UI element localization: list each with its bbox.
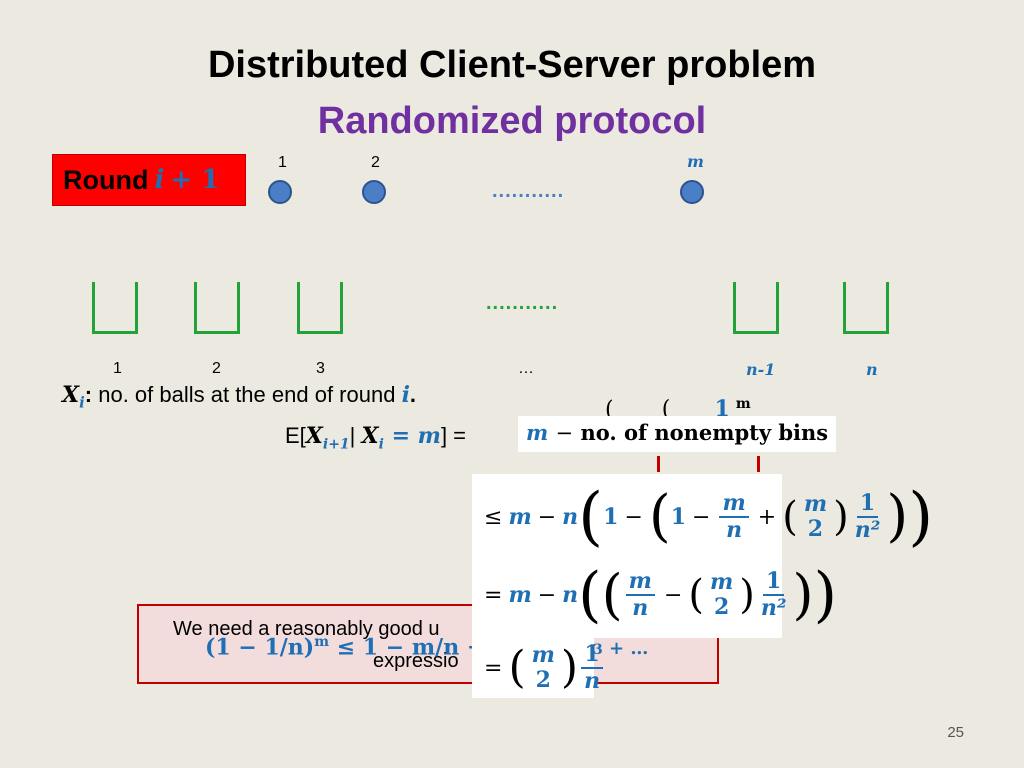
hint-box: We need a reasonably good u expressio (1… xyxy=(137,604,719,684)
bin-label-n: n xyxy=(866,360,878,379)
exp-open: E[ xyxy=(285,423,306,448)
le-frac-m: m xyxy=(719,490,749,518)
exp-close: ] = xyxy=(440,423,467,448)
hint-formula: (1 − 1/n)m ≤ 1 − m/n + ( xyxy=(205,634,503,660)
round-label-box: Round i + 1 xyxy=(52,154,246,206)
ball-m xyxy=(680,180,704,204)
slide-title: Distributed Client-Server problem xyxy=(207,44,817,86)
eq1-frac-1: 1 xyxy=(763,568,785,596)
bin-label-1: 1 xyxy=(113,360,122,377)
round-label: Round xyxy=(63,164,149,195)
bin-n xyxy=(843,282,889,334)
exp-x1: X xyxy=(305,423,323,449)
round-var: i xyxy=(154,165,165,195)
ball-2 xyxy=(362,180,386,204)
le-frac-n: n xyxy=(726,517,743,543)
le-binom-2: 2 xyxy=(807,516,824,542)
le-binom-m: m xyxy=(803,490,828,517)
le-one-2: 1 xyxy=(670,504,687,530)
bin-label-2: 2 xyxy=(212,360,221,377)
eq1-m: m xyxy=(508,582,532,608)
bin-3 xyxy=(297,282,343,334)
bin-label-3: 3 xyxy=(316,360,325,377)
bin-ellipsis: ........... xyxy=(486,292,559,314)
hidden-formula-fragment: ( ( 1 m xyxy=(605,396,751,423)
eq1-minus: − xyxy=(537,582,557,608)
nonempty-minus: − xyxy=(555,421,574,445)
eq1-frac-n2: n² xyxy=(760,595,787,621)
le-minus: − xyxy=(537,504,557,530)
eq1-binom-2: 2 xyxy=(713,594,730,620)
nonempty-text: no. of nonempty bins xyxy=(580,420,829,445)
hint-exp: m xyxy=(314,634,330,650)
exp-sub2: i xyxy=(378,436,384,453)
exp-bar: | xyxy=(349,423,362,448)
nonempty-box: m − no. of nonempty bins xyxy=(518,416,836,452)
le-frac-n2: n² xyxy=(854,517,881,543)
nonempty-m: m xyxy=(526,420,549,445)
red-mark-1 xyxy=(657,456,660,472)
eq1-frac-m: m xyxy=(625,568,655,596)
eq2-binom-2: 2 xyxy=(535,667,551,693)
eq1-binom-m: m xyxy=(709,568,734,595)
ball-label-2: 2 xyxy=(371,154,380,171)
eq1-frac-n: n xyxy=(632,595,649,621)
eq2-frac-n: n xyxy=(584,668,601,694)
round-expr: + 1 xyxy=(170,165,220,195)
exp-x2: X xyxy=(361,423,379,449)
xi-sub: i xyxy=(79,393,85,412)
ball-ellipsis: ........... xyxy=(492,180,565,202)
xi-definition: Xi: no. of balls at the end of round i. xyxy=(62,382,416,411)
bin-label-n-minus-1: n-1 xyxy=(746,360,776,379)
xi-end-var: i xyxy=(401,382,410,408)
le-one: 1 xyxy=(603,504,619,530)
eq1-rel: = xyxy=(484,582,503,608)
bin-2 xyxy=(194,282,240,334)
ball-label-1: 1 xyxy=(278,154,287,171)
bin-n-minus-1 xyxy=(733,282,779,334)
bin-1 xyxy=(92,282,138,334)
le-rel: ≤ xyxy=(484,504,503,530)
hint-tail: 3 xyxy=(593,642,603,658)
slide-subtitle: Randomized protocol xyxy=(317,100,707,142)
xi-period: . xyxy=(409,382,417,407)
derivation-box-bottom xyxy=(472,638,594,698)
hidden-one: 1 xyxy=(714,396,730,423)
red-mark-2 xyxy=(757,456,760,472)
eq1-n: n xyxy=(562,582,579,608)
ball-1 xyxy=(268,180,292,204)
hidden-exp-m: m xyxy=(735,396,751,412)
le-frac-1: 1 xyxy=(856,490,879,518)
hint-mfrac: m/n xyxy=(411,634,460,661)
page-number: 25 xyxy=(947,724,964,741)
hint-le: ≤ 1 − xyxy=(336,634,405,661)
hint-formula-left: (1 − 1/n) xyxy=(205,634,315,661)
xi-colon: : xyxy=(84,382,93,407)
exp-eq-m: = m xyxy=(383,423,441,449)
eq2-binom-m: m xyxy=(531,641,555,668)
le-plus: + xyxy=(757,504,777,530)
xi-var: X xyxy=(62,382,80,408)
hint-text: We need a reasonably good u xyxy=(173,618,440,640)
exp-sub1: i+1 xyxy=(322,436,350,453)
le-n: n xyxy=(562,504,579,530)
eq2-rel: = xyxy=(484,655,503,681)
xi-text: no. of balls at the end of round xyxy=(92,382,402,407)
expectation-expr: E[Xi+1| Xi = m] = xyxy=(285,423,466,452)
ball-label-m: m xyxy=(687,152,704,171)
derivation-box-top xyxy=(472,474,782,638)
le-m: m xyxy=(508,504,532,530)
bin-label-ellipsis: … xyxy=(518,360,534,377)
hint-tail2: + … xyxy=(609,638,649,659)
eq2-frac-1: 1 xyxy=(581,641,603,669)
hint-text-2: expressio xyxy=(373,650,459,672)
